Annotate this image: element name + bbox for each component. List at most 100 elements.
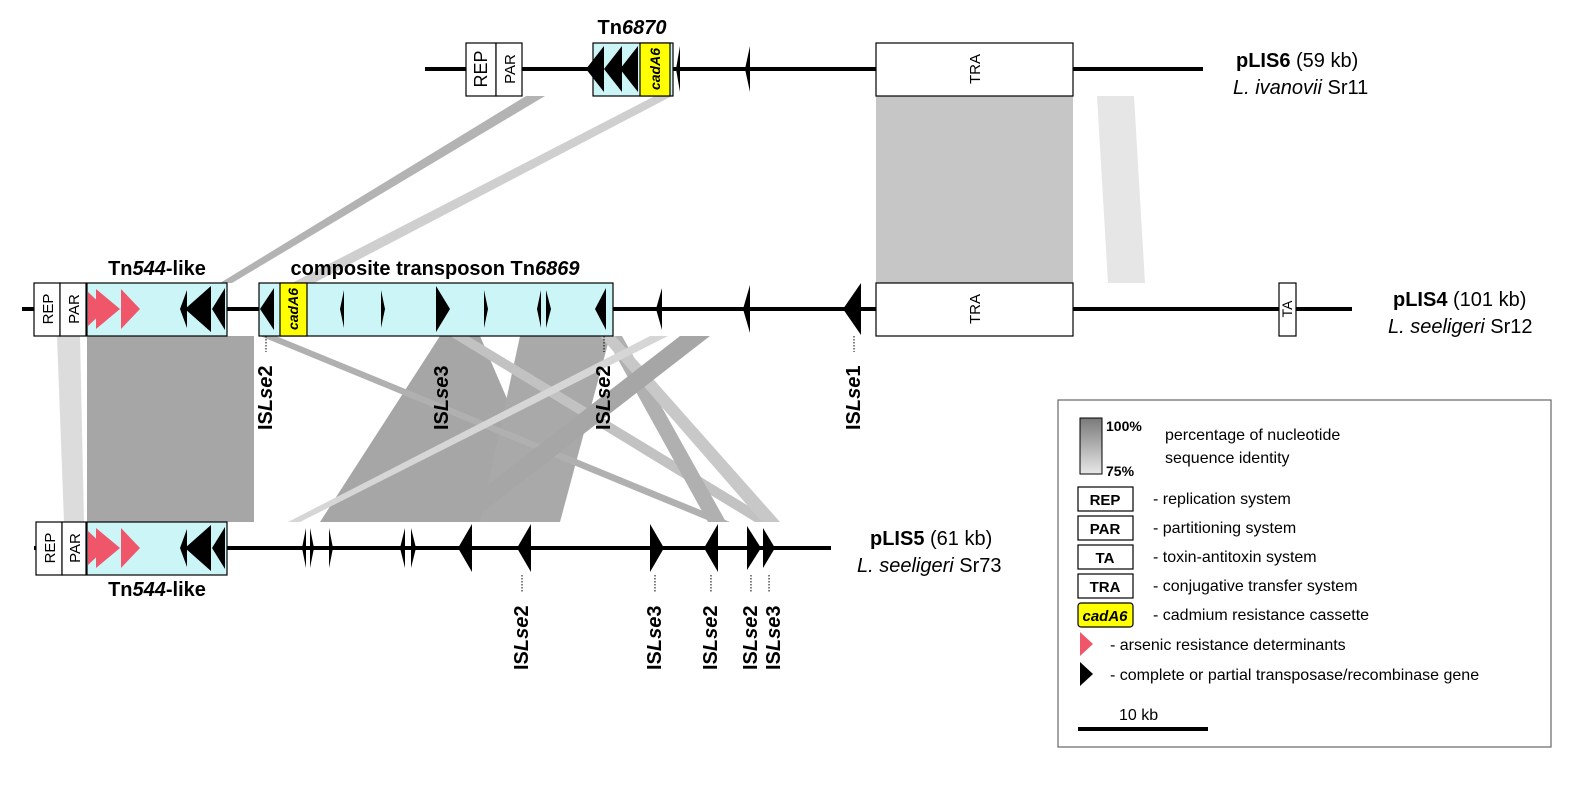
plasmid-plis4: REP PAR Tn544-like cadA6 composite trans… (22, 258, 1533, 430)
legend-cad-label: cadA6 (1082, 608, 1128, 625)
transposase-arrow (329, 528, 333, 568)
scale-label: 10 kb (1119, 707, 1158, 724)
homology-tn544 (87, 336, 254, 522)
arsenic-arrow (121, 528, 140, 568)
tn544-label-bottom: Tn544-like (108, 579, 206, 601)
transposase-arrow (381, 290, 385, 328)
transposase-arrow (595, 288, 606, 330)
identity-line2: sequence identity (1165, 450, 1290, 467)
homology-cross-6 (288, 336, 668, 522)
legend-ta-box (1077, 544, 1134, 570)
plis5-is-label-5: ISLse3 (763, 606, 785, 671)
legend-arsenic-icon (1080, 632, 1093, 656)
plis5-is-label-3: ISLse2 (700, 606, 722, 671)
homology-light-right (1097, 96, 1145, 283)
legend-par-box (1077, 515, 1134, 541)
homology-tra (876, 96, 1073, 283)
plis4-title: pLIS4 (101 kb) (1393, 289, 1526, 311)
identity-line1: percentage of nucleotide (1165, 427, 1340, 444)
identity-gradient (1079, 417, 1103, 475)
homology-cross-1 (260, 336, 730, 522)
plis6-tra-box (875, 42, 1074, 97)
tn6869-label: composite transposon Tn6869 (291, 258, 581, 280)
homology-cad-band (292, 96, 672, 283)
plis5-par-label: PAR (67, 533, 84, 563)
legend-arsenic-text: - arsenic resistance determinants (1110, 637, 1346, 654)
plis4-tra-label: TRA (967, 294, 984, 324)
transposase-arrow (436, 286, 450, 332)
plis5-organism: L. seeligeri Sr73 (857, 555, 1002, 577)
homology-rep-par-band (220, 96, 545, 283)
legend-rep-text: - replication system (1153, 491, 1291, 508)
transposase-arrow (180, 290, 187, 328)
plis4-is-label-2: ISLse3 (431, 366, 453, 431)
homology-cross-5 (440, 336, 710, 522)
legend-ta-label: TA (1096, 550, 1115, 567)
arsenic-arrow (96, 528, 120, 568)
plis4-ta-label: TA (1279, 300, 1295, 318)
homology-bands (57, 96, 1145, 522)
plis4-is-label-3: ISLse2 (593, 366, 615, 431)
transposase-arrow (212, 527, 225, 569)
homology-rep-left (57, 336, 84, 522)
transposase-arrow (411, 528, 416, 568)
transposase-arrow (517, 524, 531, 572)
plis4-tra-box (875, 282, 1074, 337)
transposase-arrow (310, 528, 314, 568)
plis6-par-label: PAR (502, 54, 519, 84)
plis6-rep-label: REP (471, 50, 491, 87)
legend-ta-text: - toxin-antitoxin system (1153, 549, 1317, 566)
transposase-arrow (656, 288, 662, 330)
legend: 100% 75% percentage of nucleotide sequen… (1057, 399, 1552, 748)
plis4-par-box (59, 282, 87, 337)
transposase-arrow (604, 46, 622, 92)
plis6-tra-label: TRA (967, 54, 984, 84)
plis5-title: pLIS5 (61 kb) (870, 528, 992, 550)
transposase-arrow (586, 46, 604, 92)
legend-tra-text: - conjugative transfer system (1153, 578, 1358, 595)
transposase-arrow (843, 283, 861, 335)
gradient-top-label: 100% (1106, 418, 1142, 434)
transposase-arrow (704, 524, 718, 572)
arsenic-arrow (121, 289, 140, 329)
plis6-par-box (495, 42, 523, 97)
legend-rep-box (1077, 486, 1134, 512)
plis4-organism: L. seeligeri Sr12 (1388, 316, 1533, 338)
plis5-rep-label: REP (42, 533, 59, 564)
transposase-arrow (745, 46, 750, 92)
legend-transposase-icon (1080, 662, 1093, 686)
plis6-title: pLIS6 (59 kb) (1236, 50, 1358, 72)
transposase-arrow (185, 525, 211, 571)
legend-transposase-text: - complete or partial transposase/recomb… (1110, 667, 1479, 684)
transposase-arrow (743, 285, 750, 333)
plis4-is-label-1: ISLse2 (255, 366, 277, 431)
plis5-is-label-2: ISLse3 (644, 606, 666, 671)
transposase-arrow (763, 528, 775, 568)
plis5-rep-box (35, 521, 63, 576)
legend-par-text: - partitioning system (1153, 520, 1296, 537)
transposase-arrow (458, 524, 472, 572)
transposase-arrow (676, 46, 680, 92)
legend-rep-label: REP (1090, 492, 1121, 509)
plis4-ta-box (1278, 282, 1297, 337)
plis4-par-label: PAR (66, 294, 83, 324)
plis4-is-label-4: ISLse1 (843, 366, 865, 431)
legend-cad-text: - cadmium resistance cassette (1153, 607, 1369, 624)
gradient-bottom-label: 75% (1106, 463, 1135, 479)
tn544-label-top: Tn544-like (108, 258, 206, 280)
plasmid-plis5: REP PAR Tn544-like pLIS5 (61 kb) L. seel… (34, 521, 1002, 671)
plis6-organism: L. ivanovii Sr11 (1233, 77, 1368, 99)
transposase-arrow (650, 524, 664, 572)
legend-frame (1057, 399, 1552, 748)
legend-tra-box (1077, 573, 1134, 599)
plis4-cad-label: cadA6 (285, 288, 301, 330)
transposase-arrow (340, 290, 344, 328)
plis6-cad-box (639, 42, 671, 97)
transposase-arrow (185, 286, 211, 332)
transposase-arrow (747, 526, 761, 570)
legend-cad-box (1077, 602, 1134, 628)
homology-cross-4 (600, 336, 780, 522)
legend-par-label: PAR (1090, 521, 1121, 538)
tn6870-label: Tn6870 (598, 17, 667, 39)
